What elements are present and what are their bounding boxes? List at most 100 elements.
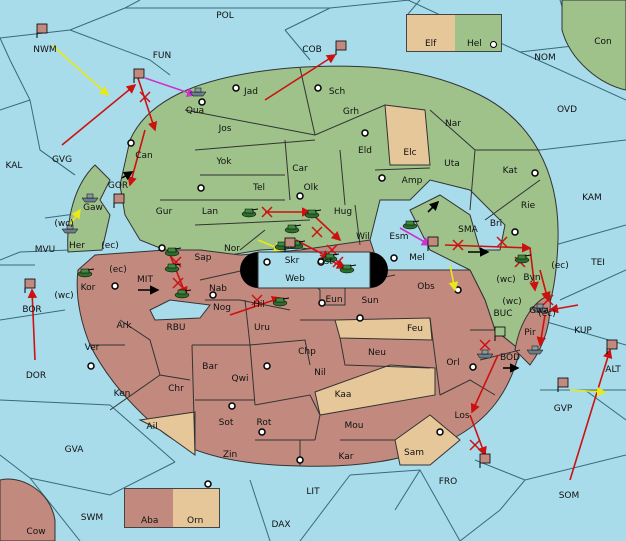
unit-flag-icon-2 bbox=[335, 40, 347, 55]
unit-flag-icon-5 bbox=[24, 278, 36, 293]
cow-land bbox=[0, 478, 56, 541]
land-label-22: Her bbox=[69, 241, 85, 251]
sea-border-26 bbox=[29, 461, 176, 496]
land-border-6 bbox=[339, 149, 346, 206]
land-label-26: Sap bbox=[195, 253, 212, 263]
supply-center-icon-24 bbox=[296, 456, 304, 464]
sea-label-26: SWM bbox=[81, 513, 103, 523]
fleet-unit-icon-0 bbox=[189, 87, 207, 97]
land-border-33 bbox=[439, 379, 496, 396]
supply-center-icon-20 bbox=[263, 362, 271, 370]
sea-border-11 bbox=[284, 29, 311, 61]
order-arrow-9 bbox=[229, 296, 282, 316]
land-label-41: Feu bbox=[407, 324, 423, 334]
sea-border-25 bbox=[0, 454, 31, 479]
army-unit-icon-2 bbox=[284, 224, 302, 234]
sea-border-8 bbox=[69, 29, 151, 61]
land-label-2: Qua bbox=[186, 106, 204, 116]
sea-border-21 bbox=[474, 454, 626, 481]
supply-center-icon-3 bbox=[361, 129, 369, 137]
land-label-32: Kor bbox=[81, 283, 96, 293]
coast-label-3: (wc) bbox=[54, 291, 73, 301]
land-label-17: Rie bbox=[521, 201, 536, 211]
land-border-23 bbox=[429, 317, 441, 396]
sea-label-23: GVA bbox=[65, 445, 85, 455]
sea-label-25: LIT bbox=[306, 487, 320, 497]
order-arrow-27 bbox=[427, 200, 440, 213]
failed-order-mark-8 bbox=[452, 239, 464, 251]
order-arrow-14 bbox=[27, 288, 38, 361]
land-label-19: Lan bbox=[202, 207, 218, 217]
supply-center-icon bbox=[490, 41, 497, 48]
tan-car bbox=[384, 104, 431, 166]
land-border-14 bbox=[354, 204, 361, 246]
sea-label-2: NWM bbox=[33, 45, 56, 55]
unit-flag-icon-0 bbox=[36, 23, 48, 38]
order-arrow-26 bbox=[121, 171, 134, 181]
sea-label-6: OVD bbox=[557, 105, 577, 115]
tan-kaa bbox=[314, 364, 436, 416]
sea-label-18: KUP bbox=[574, 326, 592, 336]
land-border-7 bbox=[374, 167, 431, 171]
land-label-61: Sam bbox=[404, 448, 424, 458]
order-arrow-18 bbox=[548, 303, 579, 314]
land-border-20 bbox=[249, 339, 311, 366]
order-arrow-15 bbox=[470, 354, 499, 414]
land-label-11: Uta bbox=[444, 159, 460, 169]
sea-label-16: RBU bbox=[166, 323, 185, 333]
army-unit-icon-1 bbox=[304, 209, 322, 219]
failed-order-mark-13 bbox=[542, 294, 554, 306]
land-label-6: Elc bbox=[403, 148, 416, 158]
sea-border-27 bbox=[299, 474, 351, 541]
coast-label-1: (ec) bbox=[101, 241, 119, 251]
land-label-35: Sun bbox=[361, 296, 378, 306]
supply-center-icon-19 bbox=[87, 362, 95, 370]
failed-order-mark-1 bbox=[261, 206, 273, 218]
land-label-10: Eld bbox=[358, 146, 372, 156]
failed-order-mark-9 bbox=[496, 236, 508, 248]
sea-label-1: FUN bbox=[153, 51, 172, 61]
order-arrow-20 bbox=[69, 208, 81, 226]
land-label-36: Obs bbox=[417, 282, 435, 292]
land-border-12 bbox=[194, 219, 311, 226]
sea-label-27: SOM bbox=[559, 491, 580, 501]
sea-label-28: DAX bbox=[271, 520, 290, 530]
land-label-30: Web bbox=[285, 274, 305, 284]
legend-orn-label: Orn bbox=[187, 516, 204, 526]
army-unit-icon-11 bbox=[514, 254, 532, 264]
order-arrow-12 bbox=[539, 269, 551, 302]
land-label-50: Nil bbox=[314, 368, 326, 378]
unit-flag-icon-7 bbox=[606, 339, 618, 354]
sea-border-29 bbox=[407, 0, 421, 15]
land-label-55: Sot bbox=[219, 418, 234, 428]
gaw-peninsula bbox=[67, 164, 111, 253]
coast-label-5: (ec) bbox=[551, 261, 569, 271]
land-label-18: Gur bbox=[156, 207, 173, 217]
supply-center-icon-11 bbox=[263, 258, 271, 266]
sea-label-20: BOD bbox=[500, 353, 520, 363]
land-label-43: Pir bbox=[524, 328, 536, 338]
sea-border-9 bbox=[149, 59, 171, 76]
land-label-51: Ken bbox=[114, 389, 131, 399]
sea-label-13: SMA bbox=[458, 225, 478, 235]
land-label-59: Zin bbox=[223, 450, 237, 460]
land-label-44: Ver bbox=[85, 343, 100, 353]
supply-center-icon-5 bbox=[197, 184, 205, 192]
land-label-4: Grh bbox=[343, 107, 359, 117]
land-border-3 bbox=[194, 139, 316, 151]
land-border-13 bbox=[239, 229, 266, 251]
order-arrow-1 bbox=[137, 77, 158, 132]
land-border-10 bbox=[484, 179, 541, 221]
land-label-16: Amp bbox=[402, 176, 423, 186]
sea-border-3 bbox=[0, 99, 31, 111]
land-label-46: Neu bbox=[368, 348, 386, 358]
order-arrow-17 bbox=[569, 348, 613, 481]
tan-ail bbox=[138, 411, 196, 456]
supply-center-icon-10 bbox=[158, 244, 166, 252]
land-border-22 bbox=[339, 337, 431, 369]
land-label-52: Chr bbox=[168, 384, 184, 394]
army-unit-icon-5 bbox=[174, 289, 192, 299]
land-label-15: Olk bbox=[304, 183, 320, 193]
supply-center-icon-25 bbox=[204, 480, 212, 488]
supply-center-icon-22 bbox=[258, 428, 266, 436]
